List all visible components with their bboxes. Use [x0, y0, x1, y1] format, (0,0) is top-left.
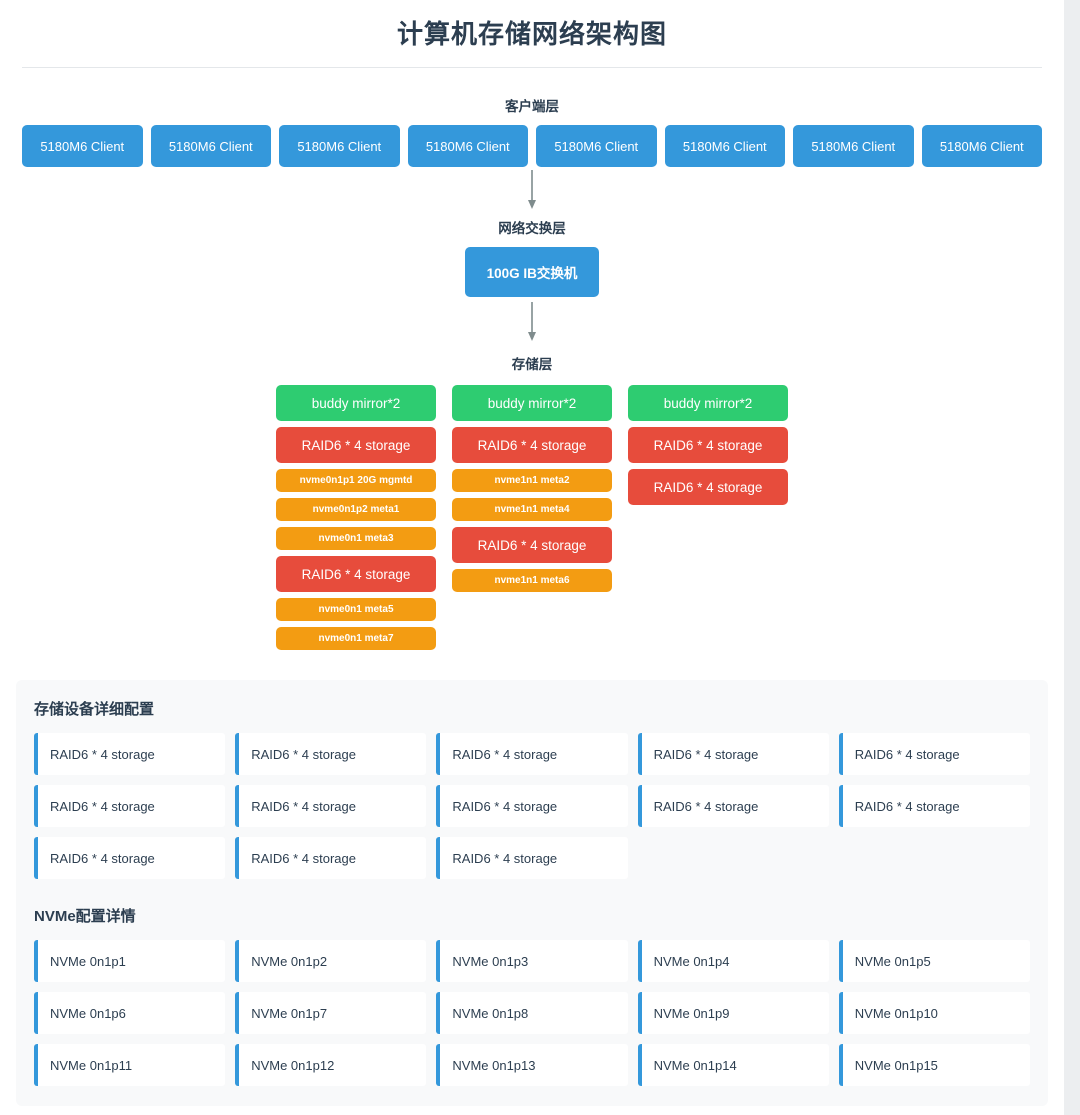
- nvme-partition-node[interactable]: nvme0n1 meta5: [276, 598, 436, 621]
- raid-storage-node[interactable]: RAID6 * 4 storage: [452, 427, 612, 463]
- nvme-detail-item[interactable]: NVMe 0n1p11: [34, 1044, 226, 1086]
- down-arrow-icon: [528, 170, 536, 209]
- buddy-mirror-node[interactable]: buddy mirror*2: [628, 385, 788, 421]
- nvme-partition-node[interactable]: nvme0n1 meta3: [276, 527, 436, 550]
- nvme-partition-node[interactable]: nvme0n1p2 meta1: [276, 498, 436, 521]
- nvme-partition-node[interactable]: nvme1n1 meta4: [452, 498, 612, 521]
- storage-detail-item[interactable]: RAID6 * 4 storage: [637, 785, 829, 827]
- storage-detail-item[interactable]: RAID6 * 4 storage: [838, 733, 1030, 775]
- storage-detail-item[interactable]: RAID6 * 4 storage: [436, 733, 628, 775]
- switch-node[interactable]: 100G IB交换机: [465, 247, 599, 297]
- raid-storage-node[interactable]: RAID6 * 4 storage: [276, 427, 436, 463]
- client-node[interactable]: 5180M6 Client: [150, 125, 271, 167]
- client-layer-label: 客户端层: [505, 99, 559, 114]
- nvme-detail-item[interactable]: NVMe 0n1p15: [838, 1044, 1030, 1086]
- storage-detail-item[interactable]: RAID6 * 4 storage: [436, 785, 628, 827]
- raid-storage-node[interactable]: RAID6 * 4 storage: [452, 527, 612, 563]
- storage-detail-item[interactable]: RAID6 * 4 storage: [34, 837, 226, 879]
- storage-detail-item[interactable]: RAID6 * 4 storage: [235, 733, 427, 775]
- buddy-mirror-node[interactable]: buddy mirror*2: [452, 385, 612, 421]
- raid-storage-node[interactable]: RAID6 * 4 storage: [628, 427, 788, 463]
- client-node[interactable]: 5180M6 Client: [407, 125, 528, 167]
- down-arrow-icon: [528, 302, 536, 341]
- nvme-detail-title: NVMe配置详情: [34, 908, 136, 925]
- buddy-mirror-node[interactable]: buddy mirror*2: [276, 385, 436, 421]
- nvme-detail-item[interactable]: NVMe 0n1p13: [436, 1044, 628, 1086]
- storage-detail-item[interactable]: RAID6 * 4 storage: [235, 785, 427, 827]
- storage-detail-title: 存储设备详细配置: [34, 701, 155, 718]
- client-node[interactable]: 5180M6 Client: [279, 125, 400, 167]
- nvme-detail-item[interactable]: NVMe 0n1p1: [34, 940, 226, 982]
- storage-detail-item[interactable]: RAID6 * 4 storage: [34, 785, 226, 827]
- nvme-detail-item[interactable]: NVMe 0n1p2: [235, 940, 427, 982]
- nvme-partition-node[interactable]: nvme1n1 meta2: [452, 469, 612, 492]
- nvme-detail-item[interactable]: NVMe 0n1p8: [436, 992, 628, 1034]
- page-title: 计算机存储网络架构图: [396, 19, 667, 49]
- switch-layer-label: 网络交换层: [498, 221, 566, 236]
- storage-detail-item[interactable]: RAID6 * 4 storage: [34, 733, 226, 775]
- arrow-switch-to-storage: [0, 297, 1064, 347]
- nvme-detail-item[interactable]: NVMe 0n1p7: [235, 992, 427, 1034]
- nvme-detail-item[interactable]: NVMe 0n1p4: [637, 940, 829, 982]
- nvme-detail-item[interactable]: NVMe 0n1p10: [838, 992, 1030, 1034]
- nvme-partition-node[interactable]: nvme0n1 meta7: [276, 627, 436, 650]
- storage-detail-item[interactable]: RAID6 * 4 storage: [235, 837, 427, 879]
- nvme-detail-item[interactable]: NVMe 0n1p12: [235, 1044, 427, 1086]
- storage-layer-label: 存储层: [511, 357, 553, 372]
- nvme-detail-item[interactable]: NVMe 0n1p3: [436, 940, 628, 982]
- nvme-partition-node[interactable]: nvme1n1 meta6: [452, 569, 612, 592]
- nvme-detail-item[interactable]: NVMe 0n1p5: [838, 940, 1030, 982]
- raid-storage-node[interactable]: RAID6 * 4 storage: [628, 469, 788, 505]
- arrow-client-to-switch: [0, 167, 1064, 213]
- client-node[interactable]: 5180M6 Client: [22, 125, 143, 167]
- switch-layer-section: 网络交换层 100G IB交换机: [0, 217, 1064, 297]
- storage-detail-item[interactable]: RAID6 * 4 storage: [637, 733, 829, 775]
- client-node[interactable]: 5180M6 Client: [536, 125, 657, 167]
- nvme-detail-item[interactable]: NVMe 0n1p14: [637, 1044, 829, 1086]
- client-node[interactable]: 5180M6 Client: [793, 125, 914, 167]
- title-divider: [22, 67, 1042, 68]
- storage-detail-item[interactable]: RAID6 * 4 storage: [838, 785, 1030, 827]
- client-node[interactable]: 5180M6 Client: [664, 125, 785, 167]
- client-node[interactable]: 5180M6 Client: [921, 125, 1042, 167]
- storage-detail-item[interactable]: RAID6 * 4 storage: [436, 837, 628, 879]
- switch-node-row: 100G IB交换机: [0, 247, 1064, 297]
- nvme-detail-item[interactable]: NVMe 0n1p6: [34, 992, 226, 1034]
- raid-storage-node[interactable]: RAID6 * 4 storage: [276, 556, 436, 592]
- nvme-partition-node[interactable]: nvme0n1p1 20G mgmtd: [276, 469, 436, 492]
- nvme-detail-item[interactable]: NVMe 0n1p9: [637, 992, 829, 1034]
